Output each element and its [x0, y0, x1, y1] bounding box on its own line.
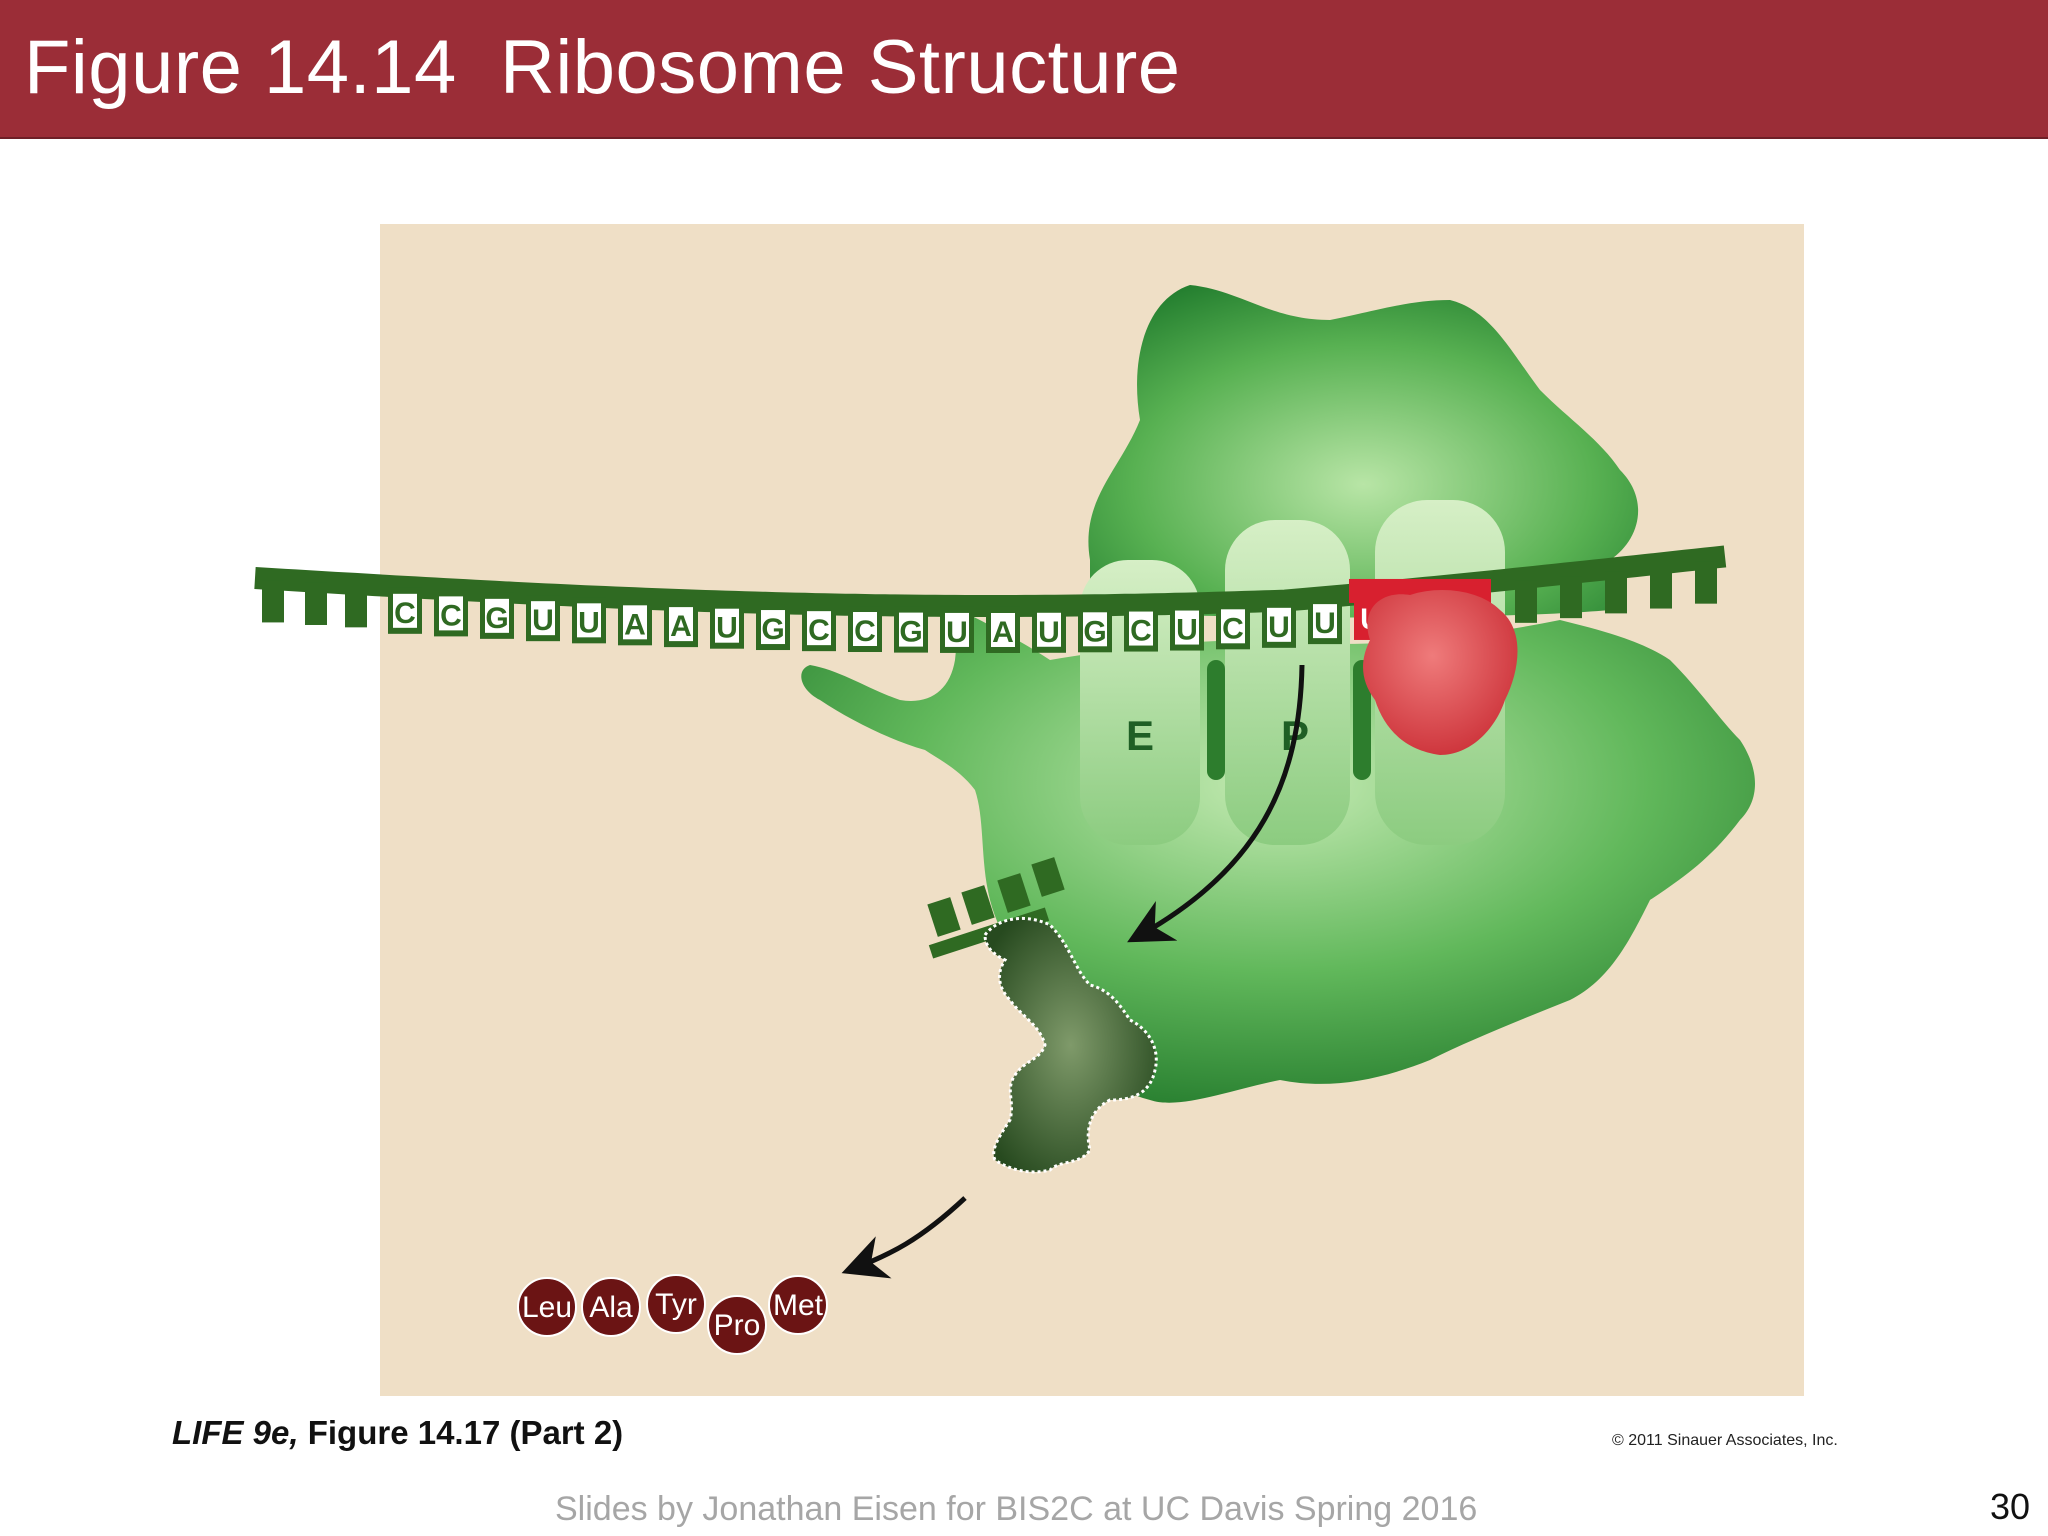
mrna-base-box: [669, 607, 693, 642]
site-divider: [1353, 660, 1371, 780]
mrna-base-box: [1129, 611, 1153, 646]
mrna-base-box: [991, 612, 1015, 647]
mrna-base-letter: A: [992, 616, 1014, 649]
release-factor: [1363, 590, 1518, 755]
mrna-base-letter: U: [1268, 611, 1290, 644]
mrna-blank-tooth: [1515, 580, 1537, 623]
slide-footer: Slides by Jonathan Eisen for BIS2C at UC…: [555, 1490, 1478, 1528]
mrna-base-letter: U: [1314, 607, 1336, 640]
e-site-label: E: [1126, 712, 1154, 759]
caption-italic: LIFE 9e,: [172, 1414, 299, 1451]
mrna-base-box: [1037, 612, 1061, 647]
mrna-base-letter: C: [1130, 615, 1152, 648]
mrna-base-letter: C: [854, 615, 876, 648]
title-bar: Figure 14.14 Ribosome Structure: [0, 0, 2048, 139]
mrna-blank-tooth: [345, 585, 367, 628]
mrna-base-letter: U: [1038, 616, 1060, 649]
mrna-base-box: [1175, 610, 1199, 645]
mrna-base-letter: U: [716, 612, 738, 645]
figure-caption: LIFE 9e, Figure 14.17 (Part 2): [172, 1414, 623, 1452]
amino-acid-label: Ala: [589, 1291, 633, 1324]
mrna-base-letter: G: [485, 602, 508, 635]
mrna-base-box: [577, 603, 601, 638]
amino-acid-label: Leu: [522, 1291, 572, 1324]
mrna-base-letter: G: [761, 613, 784, 646]
release-arrow: [841, 1196, 967, 1279]
mrna-base-box: [853, 612, 877, 647]
mrna-blank-tooth: [305, 582, 327, 625]
mrna-base-box: [807, 611, 831, 646]
mrna-base-box: [623, 605, 647, 640]
mrna-base-letter: G: [1083, 615, 1106, 648]
amino-acid-label: Pro: [714, 1309, 761, 1342]
amino-acid-bead: [707, 1295, 767, 1355]
mrna-base-letter: U: [532, 604, 554, 637]
mrna-base-letter: G: [899, 616, 922, 649]
amino-acid-bead: [517, 1277, 577, 1337]
mrna-base-letter: U: [946, 616, 968, 649]
mrna-base-letter: C: [808, 614, 830, 647]
mrna-base-box: [715, 608, 739, 643]
mrna-base-letter: A: [670, 610, 692, 643]
mrna-blank-tooth: [1605, 571, 1627, 614]
amino-acid-bead: [768, 1275, 828, 1335]
amino-acid-bead: [581, 1277, 641, 1337]
mrna-base-box: [485, 598, 509, 633]
mrna-base-letter: U: [578, 606, 600, 639]
mrna-base-box: [1313, 604, 1337, 639]
peptide-exit-arrow: [1127, 664, 1305, 943]
mrna-base-box: [531, 601, 555, 636]
mrna-base-box: [945, 612, 969, 647]
mrna-base-box: [1221, 609, 1245, 644]
amino-acid-label: Met: [773, 1289, 824, 1322]
mrna-base-letter: C: [394, 597, 416, 630]
mrna-base-letter: A: [624, 608, 646, 641]
slide-title: Figure 14.14 Ribosome Structure: [24, 25, 1181, 110]
mrna-blank-tooth: [1560, 576, 1582, 619]
mrna-base-box: [1267, 607, 1291, 642]
mrna-base-letter: C: [1222, 612, 1244, 645]
mrna-blank-tooth: [1650, 566, 1672, 609]
mrna-base-box: [761, 610, 785, 645]
site-divider: [1207, 660, 1225, 780]
amino-acid-bead: [646, 1274, 706, 1334]
mrna-blank-tooth: [262, 580, 284, 623]
copyright-notice: © 2011 Sinauer Associates, Inc.: [1612, 1432, 1838, 1449]
mrna-base-box: [393, 593, 417, 628]
mrna-base-box: [439, 596, 463, 631]
page-number: 30: [1990, 1486, 2031, 1527]
caption-rest: Figure 14.17 (Part 2): [298, 1414, 624, 1451]
mrna-blank-tooth: [1695, 561, 1717, 604]
mrna-base-letter: C: [440, 599, 462, 632]
p-site: [1225, 520, 1350, 845]
mrna-base-box: [899, 612, 923, 647]
polypeptide: [983, 916, 1158, 1174]
mrna-base-letter: U: [1176, 614, 1198, 647]
mrna-base-box: [1083, 612, 1107, 647]
amino-acid-label: Tyr: [655, 1288, 697, 1321]
